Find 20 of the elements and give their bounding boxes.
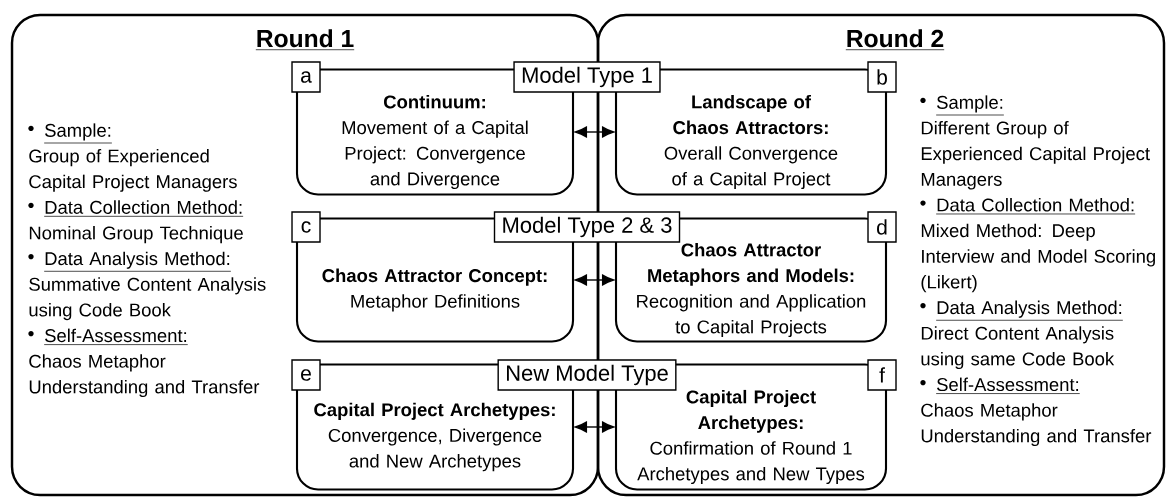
- section-tab: New Model Type: [497, 359, 677, 391]
- section-tab: Model Type 2 & 3: [493, 211, 681, 243]
- double-arrow: [574, 126, 615, 138]
- section-tab: Model Type 1: [513, 61, 661, 93]
- letter-tag: a: [291, 61, 321, 93]
- bullet-item: Data Analysis Method: Direct Content Analysis using same Code Book: [920, 300, 1124, 370]
- double-arrow: [574, 421, 615, 433]
- letter-tag: d: [867, 211, 897, 243]
- letter-tag: b: [867, 61, 897, 93]
- bullet-item: Sample: Group of Experienced Capital Project Managers: [28, 123, 237, 192]
- bullet-item: Self-Assessment: Chaos Metaphor Understanding and Transfer: [920, 377, 1152, 447]
- bullet-item: Data Collection Method: Nominal Group Technique: [28, 200, 244, 244]
- bullet-item: Data Collection Method: Mixed Method: Deep Interview and Model Scoring (Likert): [920, 197, 1155, 293]
- bullet-item: Sample: Different Group of Experienced Capital Project Managers: [920, 95, 1150, 190]
- letter-tag: e: [291, 359, 321, 391]
- letter-tag: f: [867, 359, 897, 391]
- letter-tag: c: [291, 211, 321, 243]
- bullet-item: Data Analysis Method: Summative Content Analysis using Code Book: [28, 251, 266, 321]
- double-arrow: [574, 274, 615, 286]
- bullet-item: Self-Assessment: Chaos Metaphor Understanding and Transfer: [28, 328, 260, 398]
